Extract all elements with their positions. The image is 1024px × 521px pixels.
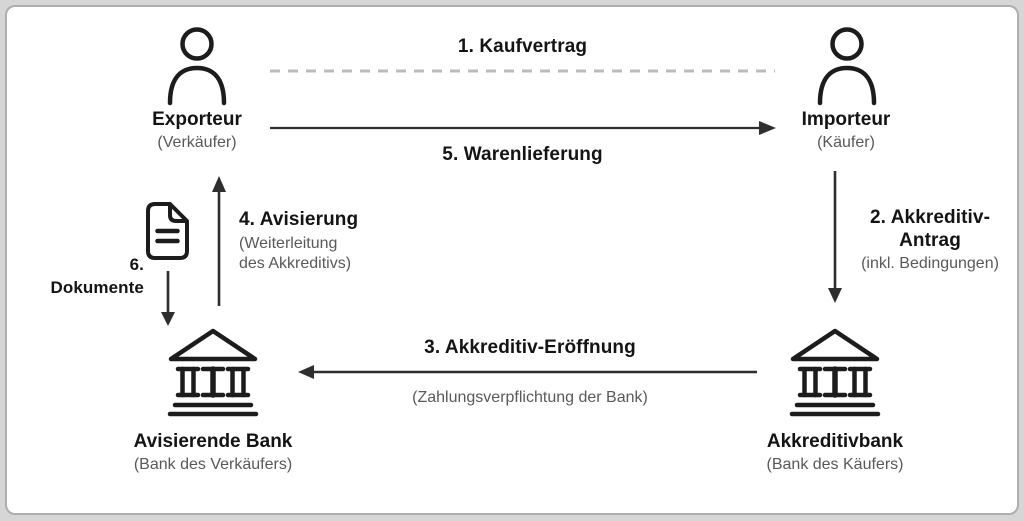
akkreditivbank-subtitle: (Bank des Käufers) bbox=[766, 456, 904, 473]
exporteur-subtitle: (Verkäufer) bbox=[157, 134, 237, 151]
avisierende-bank-name: Avisierende Bank bbox=[133, 431, 293, 452]
importeur-name: Importeur bbox=[801, 109, 891, 130]
step-avisierung: 4. Avisierung (Weiterleitung des Akkredi… bbox=[239, 208, 389, 274]
step-dokumente-label: 6. Dokumente bbox=[50, 255, 144, 297]
actor-avisierende-bank: Avisierende Bank (Bank des Verkäufers) bbox=[123, 430, 303, 475]
exporteur-name: Exporteur bbox=[152, 109, 242, 130]
person-icon bbox=[814, 25, 880, 107]
akkreditiv-antrag-label-line2: Antrag bbox=[899, 230, 961, 251]
akkreditiv-antrag-subtitle: (inkl. Bedingungen) bbox=[861, 255, 999, 272]
importeur-subtitle: (Käufer) bbox=[817, 134, 875, 151]
actor-exporteur: Exporteur (Verkäufer) bbox=[107, 108, 287, 153]
document-icon bbox=[141, 200, 193, 262]
step-akkreditiv-eroeffnung-label: 3. Akkreditiv-Eröffnung bbox=[424, 337, 636, 358]
step-akkreditiv-antrag: 2. Akkreditiv- Antrag (inkl. Bedingungen… bbox=[848, 206, 1012, 274]
bank-icon bbox=[784, 321, 886, 421]
avisierung-subtitle-line2: des Akkreditivs) bbox=[239, 255, 352, 272]
avisierende-bank-subtitle: (Bank des Verkäufers) bbox=[133, 456, 293, 473]
bank-icon bbox=[162, 321, 264, 421]
avisierung-label: 4. Avisierung bbox=[239, 209, 359, 230]
akkreditiv-antrag-label-line1: 2. Akkreditiv- bbox=[869, 207, 991, 228]
avisierung-subtitle-line1: (Weiterleitung bbox=[239, 235, 338, 252]
akkreditivbank-name: Akkreditivbank bbox=[766, 431, 904, 452]
akkreditiv-eroeffnung-subtitle: (Zahlungsverpflichtung der Bank) bbox=[412, 389, 648, 406]
actor-importeur: Importeur (Käufer) bbox=[756, 108, 936, 153]
person-icon bbox=[164, 25, 230, 107]
step-warenlieferung-label: 5. Warenlieferung bbox=[442, 144, 603, 165]
actor-akkreditivbank: Akkreditivbank (Bank des Käufers) bbox=[745, 430, 925, 475]
step-kaufvertrag-label: 1. Kaufvertrag bbox=[457, 36, 588, 57]
